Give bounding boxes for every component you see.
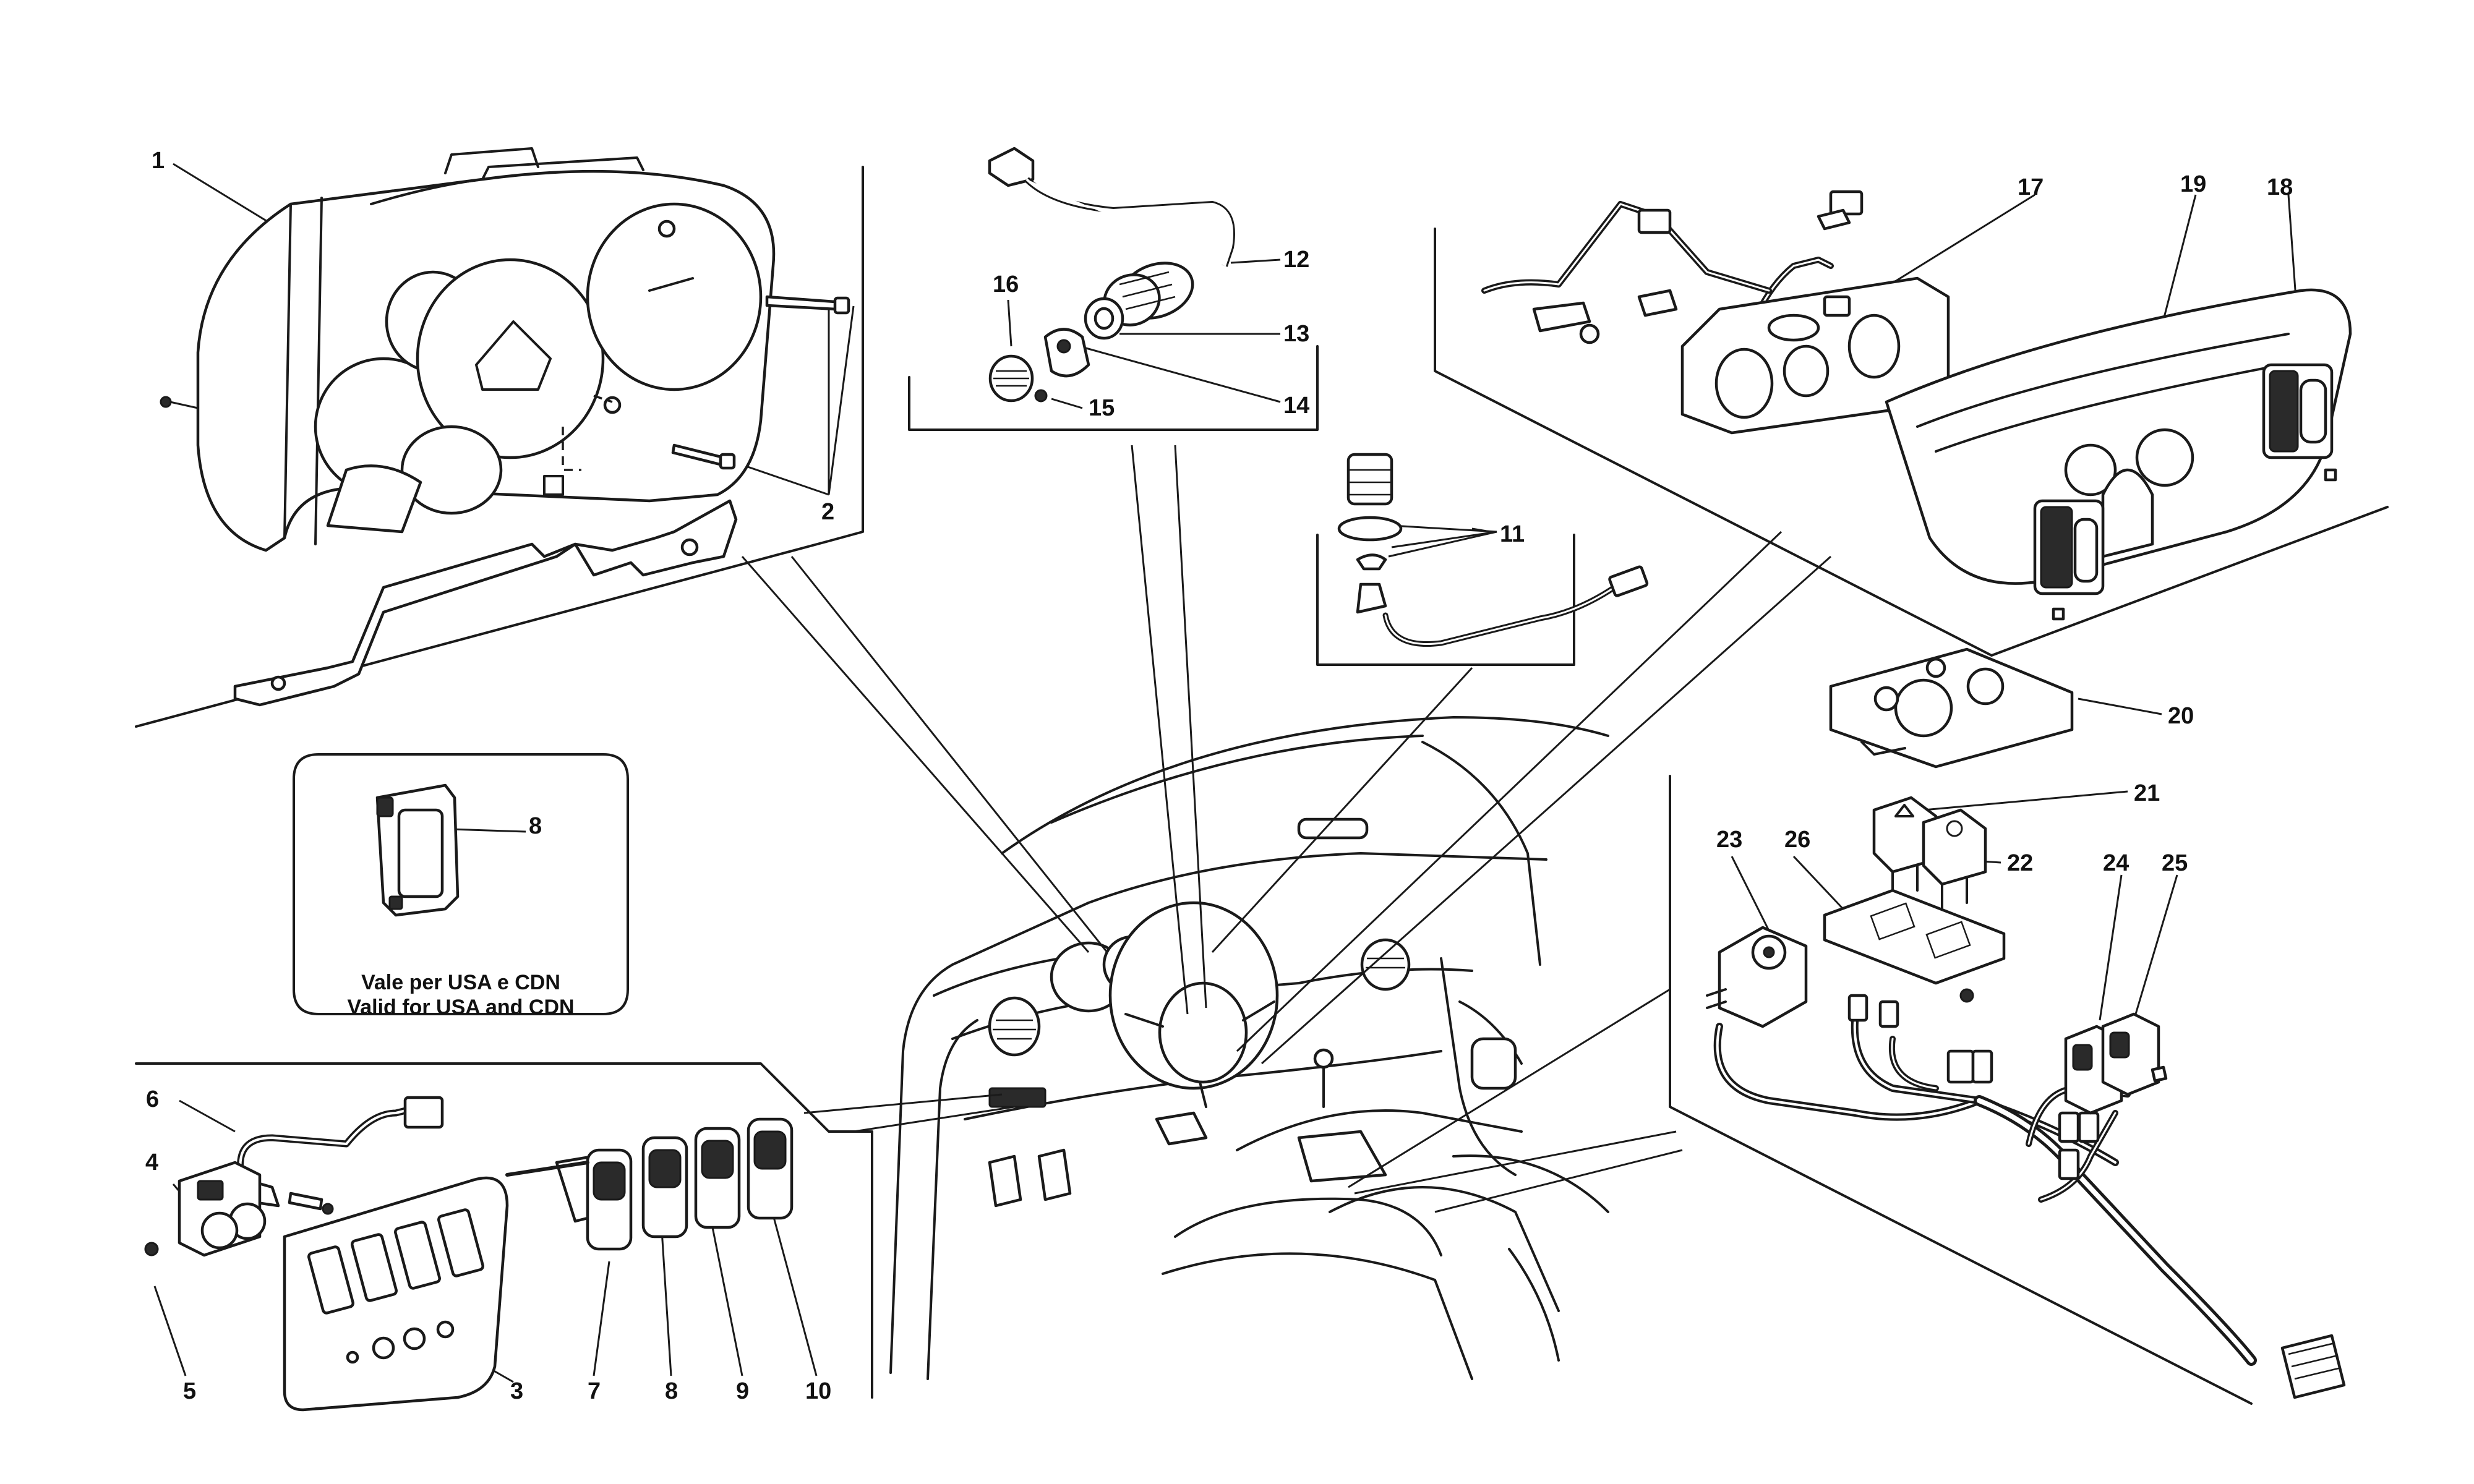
callout-8-note: 8 — [529, 813, 542, 839]
callout-9: 9 — [736, 1378, 749, 1404]
callout-labels: 1 2 3 4 5 6 7 8 9 10 8 11 12 13 14 15 16… — [145, 148, 2293, 1404]
left-switch-panel — [144, 1096, 794, 1412]
callout-3: 3 — [510, 1378, 523, 1404]
switch-and-harness-assembly — [1706, 647, 2346, 1399]
callout-18: 18 — [2267, 174, 2293, 200]
callout-10: 10 — [805, 1378, 831, 1404]
usa-cdn-switch-8 — [375, 783, 460, 917]
callout-26: 26 — [1784, 827, 1810, 853]
callout-21: 21 — [2134, 780, 2160, 806]
instrument-cluster — [160, 147, 850, 707]
callout-2: 2 — [821, 499, 834, 525]
callout-13: 13 — [1283, 321, 1309, 347]
climate-control-assembly — [1481, 190, 2352, 621]
usa-cdn-note: Vale per USA e CDN Valid for USA and CDN — [347, 971, 574, 1019]
bulb-holder — [1337, 453, 1649, 647]
callout-17: 17 — [2018, 174, 2044, 200]
callout-4: 4 — [145, 1149, 158, 1175]
leader-lines — [153, 163, 2302, 1383]
callout-25: 25 — [2162, 850, 2188, 876]
callout-16: 16 — [993, 271, 1019, 297]
callout-22: 22 — [2007, 850, 2033, 876]
callout-7: 7 — [588, 1378, 601, 1404]
car-interior-illustration — [889, 716, 1609, 1380]
note-line-italian: Vale per USA e CDN — [361, 971, 560, 994]
callout-20: 20 — [2168, 703, 2194, 729]
callout-12: 12 — [1283, 247, 1309, 273]
callout-1: 1 — [152, 148, 165, 174]
callout-5: 5 — [183, 1378, 196, 1404]
callout-14: 14 — [1283, 393, 1309, 419]
callout-23: 23 — [1716, 827, 1742, 853]
callout-6: 6 — [146, 1086, 159, 1112]
callout-11: 11 — [1500, 521, 1525, 547]
callout-24: 24 — [2103, 850, 2129, 876]
callout-8: 8 — [665, 1378, 678, 1404]
section-borders — [135, 166, 2389, 1405]
callout-19: 19 — [2180, 171, 2206, 197]
note-line-english: Valid for USA and CDN — [347, 996, 574, 1019]
light-switch-assembly — [988, 147, 1235, 403]
callout-15: 15 — [1089, 395, 1115, 421]
